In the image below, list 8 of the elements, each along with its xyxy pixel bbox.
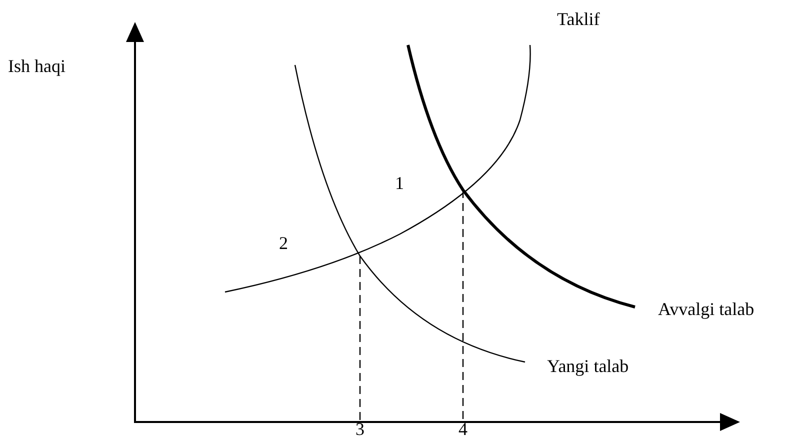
curve-label: Avvalgi talab (658, 298, 754, 320)
curve-label: Taklif (557, 8, 600, 30)
tick-label: 3 (356, 418, 364, 439)
tick-label: 4 (458, 418, 468, 439)
axis-title: Ish haqi (8, 55, 66, 77)
point-label: 1 (395, 172, 404, 194)
curve-label: Yangi talab (547, 355, 629, 377)
point-label: 2 (279, 232, 288, 254)
